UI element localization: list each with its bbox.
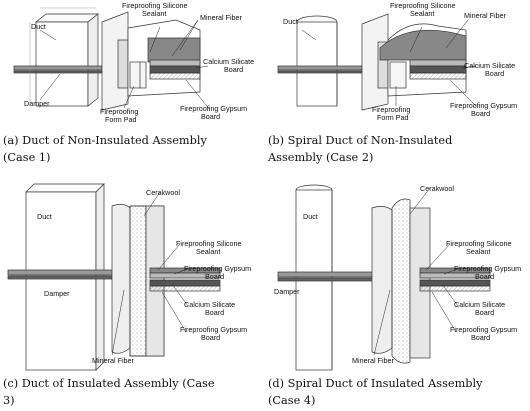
label-sealant-line2: Sealant: [466, 247, 491, 256]
label-mineral-fiber: Mineral Fiber: [200, 13, 242, 22]
label-duct: Duct: [303, 212, 318, 221]
dimension-lines: [29, 7, 96, 106]
label-sealant-line1: Fireproofing Silicone: [122, 1, 188, 10]
panel-b-drawing: [277, 13, 477, 111]
label-sealant-line1: Fireproofing Silicone: [176, 239, 242, 248]
label-duct: Duct: [283, 17, 298, 26]
label-calcium-line2: Board: [485, 69, 505, 78]
label-calcium-line2: Board: [205, 308, 225, 317]
label-gypsum-line2: Board: [471, 109, 491, 118]
label-gypsum-bottom-line1: Fireproofing Gypsum: [450, 325, 518, 334]
label-sealant-line1: Fireproofing Silicone: [390, 1, 456, 10]
label-gypsum-top-line1: Fireproofing Gypsum: [184, 264, 252, 273]
label-mineral-fiber: Mineral Fiber: [464, 11, 506, 20]
caption-c-line1: (c) Duct of Insulated Assembly (Case: [3, 377, 215, 390]
label-cerakwool: Cerakwool: [420, 184, 454, 193]
label-mineral-fiber: Mineral Fiber: [92, 356, 134, 365]
leader-lines: [39, 19, 211, 111]
label-damper: Damper: [24, 99, 50, 108]
label-sealant-line2: Sealant: [196, 247, 221, 256]
caption-b-line2: Assembly (Case 2): [268, 151, 374, 164]
panel-a-drawing: [13, 7, 211, 111]
label-calcium-line1: Calcium Silicate: [184, 300, 236, 309]
label-sealant-line1: Fireproofing Silicone: [446, 239, 512, 248]
label-calcium-line1: Calcium Silicate: [454, 300, 506, 309]
label-gypsum-top-line2: Board: [475, 272, 495, 281]
label-calcium-line1: Calcium Silicate: [464, 61, 516, 70]
label-calcium-line1: Calcium Silicate: [203, 57, 255, 66]
label-gypsum-line1: Fireproofing Gypsum: [180, 104, 248, 113]
label-sealant-line2: Sealant: [410, 9, 435, 18]
label-calcium-line2: Board: [475, 308, 495, 317]
label-sealant-line2: Sealant: [142, 9, 167, 18]
label-duct: Duct: [37, 212, 52, 221]
label-gypsum-top-line2: Board: [205, 272, 225, 281]
damper-band: [13, 65, 103, 74]
leader-lines: [373, 187, 461, 356]
label-form-pad-line1: Fireproofing: [100, 107, 139, 116]
panel-a-diagram: Duct Fireproofing Silicone Sealant Miner…: [0, 0, 265, 123]
panel-c-drawing: [7, 183, 221, 371]
wall-section: [361, 13, 467, 111]
panel-d-diagram: Duct Cerakwool Fireproofing Silicone Sea…: [270, 172, 530, 372]
wall-section: [101, 11, 201, 111]
duct-box: [35, 13, 99, 107]
panel-d-drawing: [277, 184, 491, 371]
panel-b-diagram: Duct Fireproofing Silicone Sealant Miner…: [270, 0, 530, 121]
spiral-duct: [296, 15, 338, 107]
leader-lines: [111, 191, 191, 356]
duct-box: [25, 183, 105, 371]
label-mineral-fiber: Mineral Fiber: [352, 356, 394, 365]
label-form-pad-line2: Form Pad: [377, 113, 409, 122]
caption-a-line2: (Case 1): [3, 151, 51, 164]
caption-d-line1: (d) Spiral Duct of Insulated Assembly: [268, 377, 483, 390]
label-duct: Duct: [31, 22, 46, 31]
label-gypsum-line1: Fireproofing Gypsum: [450, 101, 518, 110]
wall-section: [371, 198, 491, 364]
label-gypsum-top-line1: Fireproofing Gypsum: [454, 264, 522, 273]
panel-c-diagram: Duct Cerakwool Fireproofing Silicone Sea…: [0, 172, 265, 372]
wall-section: [111, 204, 221, 357]
label-gypsum-bottom-line2: Board: [201, 333, 221, 342]
label-gypsum-bottom-line1: Fireproofing Gypsum: [180, 325, 248, 334]
caption-b-line1: (b) Spiral Duct of Non-Insulated: [268, 134, 453, 147]
label-form-pad-line1: Fireproofing: [372, 105, 411, 114]
caption-c-line2: 3): [3, 394, 15, 407]
label-damper: Damper: [44, 289, 70, 298]
damper-band: [277, 65, 363, 74]
label-damper: Damper: [274, 287, 300, 296]
label-form-pad-line2: Form Pad: [105, 115, 137, 124]
caption-a-line1: (a) Duct of Non-Insulated Assembly: [3, 134, 207, 147]
label-gypsum-bottom-line2: Board: [471, 333, 491, 342]
label-calcium-line2: Board: [224, 65, 244, 74]
label-cerakwool: Cerakwool: [146, 188, 180, 197]
leader-lines: [301, 19, 477, 107]
caption-d-line2: (Case 4): [268, 394, 316, 407]
label-gypsum-line2: Board: [201, 112, 221, 121]
